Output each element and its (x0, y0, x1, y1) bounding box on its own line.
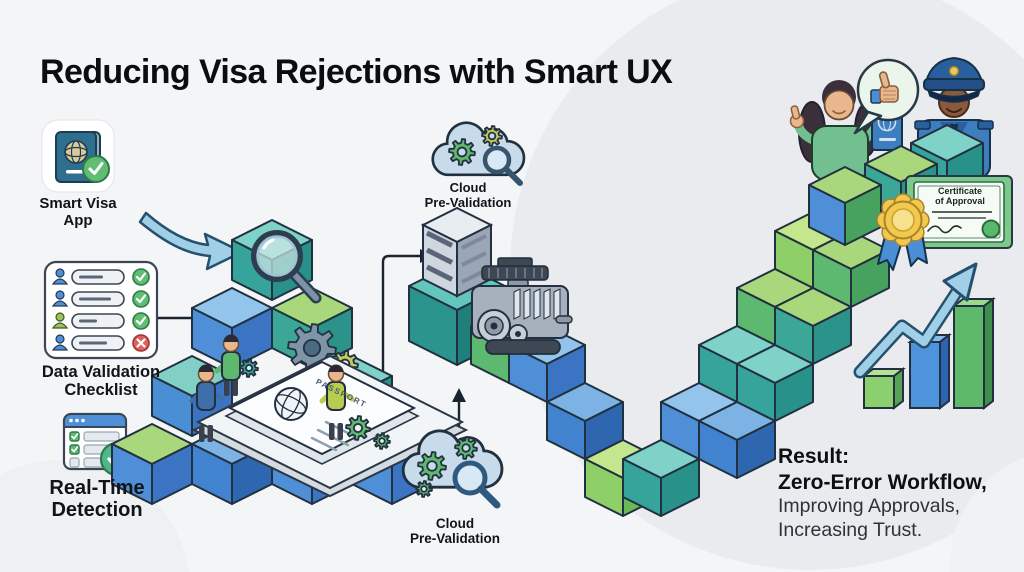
passport-check-icon (41, 119, 115, 193)
data-validation-checklist-label: Data Validation Checklist (41, 363, 161, 400)
cloud-pre-validation-bottom-label: Cloud Pre-Validation (409, 516, 501, 547)
magnifier-icon (251, 230, 322, 304)
real-time-detection-label: Real-Time Detection (49, 477, 145, 522)
bar-medium-blue (907, 332, 952, 411)
cloud-prevalidation-top-icon (431, 121, 526, 186)
checklist-row (51, 268, 150, 286)
form-check-icon (62, 412, 135, 477)
cube-staircase (408, 211, 890, 517)
result-line4: Increasing Trust. (778, 519, 923, 541)
cloud-prevalidation-bottom-icon (401, 429, 504, 509)
iso-cube (698, 401, 776, 479)
worker-figure (189, 364, 225, 442)
gear-icon (373, 432, 391, 450)
gear-icon (239, 358, 259, 378)
result-heading: Result: (778, 445, 850, 468)
swoosh-arrow-icon (138, 211, 244, 271)
gear-icon (448, 138, 476, 166)
cloud-pre-validation-top-label: Cloud Pre-Validation (424, 180, 512, 210)
server-icon (420, 206, 494, 298)
checklist-row (51, 312, 150, 330)
bar-small-green (861, 366, 906, 411)
result-block: Result: Zero-Error Workflow, Improving A… (778, 444, 1020, 543)
gear-icon (415, 480, 433, 498)
gold-medal-ribbon-icon (876, 193, 930, 271)
bar-tall-green (951, 296, 996, 411)
worker-figure (319, 364, 355, 440)
workers (189, 334, 355, 442)
gear-icon (454, 436, 478, 460)
gear-icon (481, 125, 503, 147)
result-line2: Zero-Error Workflow, (778, 470, 987, 494)
gear-icon (417, 451, 447, 481)
certificate-seal-icon (905, 175, 1013, 249)
engine-icon (471, 257, 573, 355)
trend-arrow-icon (853, 262, 978, 379)
result-line3: Improving Approvals, (778, 495, 961, 518)
cloud-arrowhead (452, 388, 466, 402)
certificate-label: Certificate of Approval (935, 186, 985, 207)
smart-visa-app-label: Smart Visa App (39, 195, 117, 229)
passport-platform (191, 354, 469, 498)
rising-bar-chart-icon (853, 262, 996, 411)
gear-icon (345, 415, 371, 441)
page-title: Reducing Visa Rejections with Smart UX (40, 52, 673, 91)
passport-gears (345, 415, 391, 450)
checklist-row (51, 290, 150, 308)
checklist-row (51, 334, 150, 352)
thumbs-up-icon (853, 58, 920, 135)
checklist-icon (43, 260, 159, 360)
iso-cube (808, 166, 882, 246)
iso-cube (622, 439, 700, 517)
